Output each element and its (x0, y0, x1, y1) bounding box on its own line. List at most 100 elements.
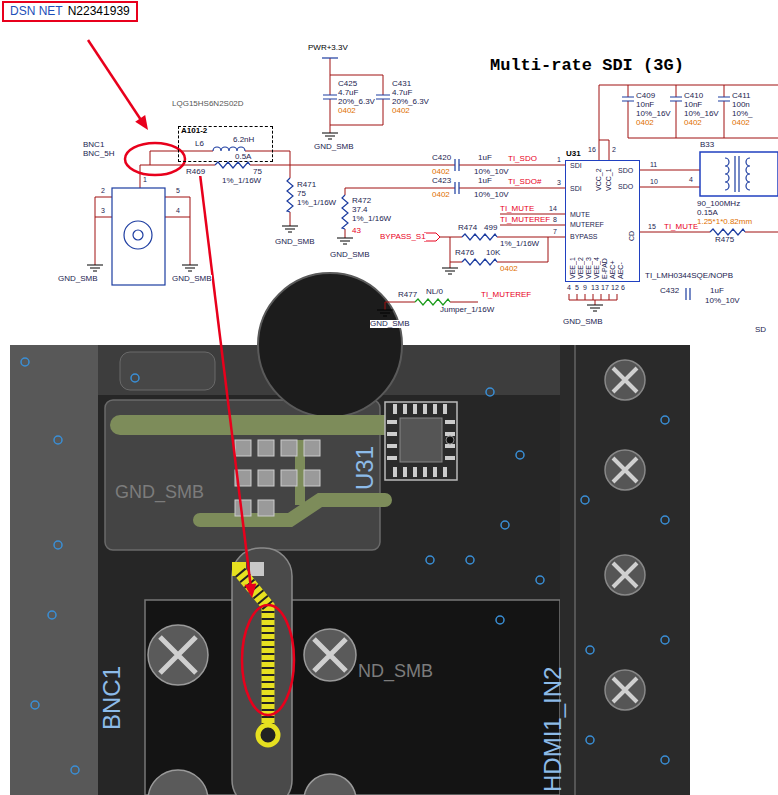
pin-number: 4 (567, 284, 571, 291)
pcb-layout (446, 436, 454, 444)
part-label: C410 (684, 92, 703, 100)
pin-number: 4 (689, 176, 693, 183)
pin-name: U31 (566, 150, 581, 158)
pcb-layout (445, 432, 455, 436)
pcb-layout (242, 605, 294, 715)
part-label: C409 (636, 92, 655, 100)
part-label: 37.4 (352, 206, 368, 214)
part-label: GND_SMB (314, 143, 354, 151)
net-name-box: DSN NETN22341939 (2, 1, 138, 22)
pcb-layout (304, 629, 356, 681)
pcb-layout (613, 368, 637, 702)
pcb-layout (148, 625, 356, 795)
pin-number: 3 (557, 179, 561, 186)
pcb-layout (536, 576, 544, 584)
net-name-text: N22341939 (68, 5, 130, 18)
pcb-layout (426, 556, 434, 564)
component-symbol (322, 57, 338, 58)
schematic-wire (95, 58, 778, 310)
pcb-layout (71, 766, 79, 774)
component-symbol (462, 234, 497, 240)
part-label: 4.7uF (392, 89, 412, 97)
pin-number: 1 (143, 176, 147, 183)
component-symbol (342, 195, 348, 229)
ground-symbol (282, 226, 298, 232)
pcb-layout (661, 416, 669, 424)
pcb-layout (586, 736, 594, 744)
net-label: TI_SDO (508, 155, 537, 163)
part-label: R477 (398, 291, 417, 299)
part-label: 1uF (478, 177, 492, 185)
part-label: TI_LMH0344SQE/NOPB (645, 272, 733, 280)
ground-symbol (87, 265, 103, 271)
pin-name: VEE_1 (569, 257, 576, 279)
pcb-layout (258, 470, 274, 486)
pcb-layout (661, 516, 669, 524)
component-symbol (415, 299, 450, 305)
part-label: B33 (700, 141, 714, 149)
part-label: 10nF (636, 101, 654, 109)
pcb-layout (10, 345, 98, 795)
schematic-wire (640, 170, 778, 232)
component-symbol (133, 230, 143, 240)
ground-symbol (377, 310, 393, 316)
part-label: R469 (186, 168, 205, 176)
part-number: LQG15HS6N2S02D (172, 100, 244, 108)
pcb-layout (148, 625, 208, 685)
part-label: R476 (455, 249, 474, 257)
part-label: BNC1 (83, 141, 104, 149)
footprint-label: 0402 (338, 107, 356, 115)
net-label: TI_MUTE (664, 223, 698, 231)
part-label: GND_SMB (172, 275, 212, 283)
pin-number: 1 (557, 156, 561, 163)
pcb-layout (131, 374, 139, 382)
pcb-layout (393, 404, 397, 414)
pin-name: VEE_2 (577, 257, 584, 279)
part-label: 10%_10V (705, 297, 740, 305)
footprint-label: 0402 (432, 168, 450, 176)
part-label: GND_SMB (58, 275, 98, 283)
ic-chip-box: U31SDISDIMUTEMUTEREFBYPASSVCC_2VCC_1SDOS… (565, 160, 640, 282)
pcb-layout (120, 415, 385, 435)
net-label: 43 (352, 227, 361, 235)
pcb-layout (400, 418, 442, 462)
pcb-layout (235, 440, 320, 516)
footprint-label: 0402 (392, 107, 410, 115)
schematic-wire (345, 188, 565, 238)
net-label: BYPASS_S1 (380, 233, 426, 241)
footprint-label: 0402 (636, 119, 654, 127)
part-label: 1%_1/16W (297, 199, 336, 207)
pin-number: 17 (601, 284, 609, 291)
pin-number: 6 (621, 284, 625, 291)
pcb-layout (613, 678, 637, 702)
part-label: C411 (732, 92, 751, 100)
pin-name: E-PAD (601, 258, 608, 279)
part-label: 1%_1/16W (500, 240, 539, 248)
pcb-layout (581, 496, 589, 504)
ground-symbol (587, 305, 603, 311)
part-label: C431 (392, 80, 411, 88)
pin-name: VEE_3 (585, 257, 592, 279)
pcb-layout (605, 670, 645, 710)
pin-number: 12 (611, 284, 619, 291)
pcb-layout (21, 358, 29, 366)
pcb-layout (466, 556, 474, 564)
pcb-layout (445, 444, 455, 448)
pcb-layout (281, 440, 297, 456)
pcb-layout (393, 467, 397, 477)
pin-number: 7 (553, 228, 557, 235)
pcb-layout (314, 639, 346, 671)
pin-name: MUTE (570, 211, 590, 218)
part-label: 1uF (478, 154, 492, 162)
footprint-label: 0402 (500, 265, 518, 273)
part-label: 1uF (710, 287, 724, 295)
pcb-layout (304, 470, 320, 486)
pcb-layout (413, 404, 417, 414)
pcb-layout (613, 563, 637, 587)
pin-name: BYPASS (570, 233, 598, 240)
part-label: 20%_6.3V (392, 98, 429, 106)
footprint-label: 1.25*1*0.82mm (697, 218, 752, 226)
pcb-layout (258, 440, 274, 456)
schematic-wire (599, 85, 778, 160)
